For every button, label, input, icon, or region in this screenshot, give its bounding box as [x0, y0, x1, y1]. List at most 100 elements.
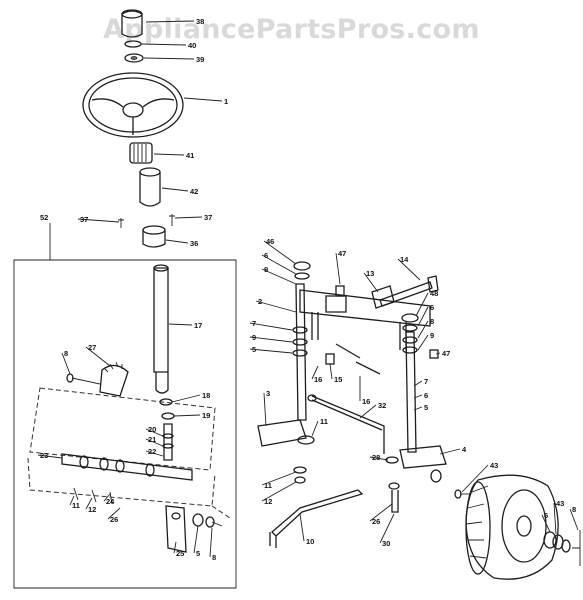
leader-line-c46: [263, 240, 297, 265]
callout-c7b: 7: [424, 377, 428, 386]
leader-line-c7b: [413, 380, 423, 387]
leader-line-c5a: [193, 525, 199, 554]
callout-c25: 25: [176, 549, 184, 558]
leader-line-c3: [263, 392, 267, 427]
leader-line-c14: [397, 258, 421, 281]
callout-c11a: 11: [72, 501, 80, 510]
tie-rod: [307, 394, 385, 454]
callout-c36: 36: [190, 239, 198, 248]
callout-c9a: 9: [264, 265, 268, 274]
leader-line-c6d: [541, 514, 551, 533]
leader-line-c42: [161, 187, 189, 192]
leader-line-c37a: [77, 218, 120, 223]
callout-c26b: 26: [372, 517, 380, 526]
callout-c28: 28: [372, 453, 380, 462]
leader-line-c7a: [249, 322, 293, 331]
sector-gear: [66, 361, 129, 397]
drag-link: [269, 489, 364, 548]
leader-line-c25: [173, 541, 177, 554]
right-spindle: [399, 313, 447, 469]
callout-c8a: 8: [64, 349, 68, 358]
callout-c5a: 5: [196, 549, 200, 558]
callout-c42: 42: [190, 187, 198, 196]
callout-c39: 39: [196, 55, 204, 64]
leader-line-c48: [415, 292, 429, 317]
callout-c14: 14: [400, 255, 409, 264]
leader-line-c39: [143, 57, 195, 60]
leader-line-c40: [140, 43, 187, 46]
leader-line-c10: [299, 513, 305, 542]
leader-line-c13: [363, 272, 379, 293]
leader-line-c19: [173, 414, 201, 417]
callout-c8c: 8: [430, 317, 434, 326]
callout-c3: 3: [266, 389, 270, 398]
callout-c52: 52: [40, 213, 48, 222]
leader-line-c38: [145, 20, 195, 23]
callout-c26a: 26: [110, 515, 118, 524]
callout-c6d: 6: [544, 511, 548, 520]
leader-line-c1: [183, 97, 223, 102]
leader-line-c5b: [249, 348, 293, 354]
callout-c15: 15: [334, 375, 342, 384]
leader-line-c4: [439, 448, 461, 455]
leader-line-c9b: [249, 336, 293, 343]
callout-c5b: 5: [252, 345, 256, 354]
callout-c12b: 12: [264, 497, 272, 506]
callout-c2: 2: [258, 297, 262, 306]
callout-c37b: 37: [204, 213, 212, 222]
callout-c10: 10: [306, 537, 314, 546]
frame-plate-outline: [27, 387, 231, 519]
leader-line-c12a: [85, 497, 93, 510]
leader-line-c37b: [174, 216, 203, 219]
leader-line-c30: [379, 513, 395, 544]
callout-c11b: 11: [320, 417, 328, 426]
callout-c47a: 47: [338, 249, 346, 258]
leader-line-c28: [369, 456, 389, 461]
callout-c22: 22: [148, 447, 156, 456]
leader-line-c22: [145, 450, 164, 457]
callout-c47b: 47: [442, 349, 450, 358]
callout-c12a: 12: [88, 505, 96, 514]
leader-line-c18: [171, 394, 201, 403]
callout-c30: 30: [382, 539, 390, 548]
leader-line-c8b: [209, 527, 213, 558]
leader-line-c43a: [461, 464, 489, 493]
steering-adapter: [129, 142, 153, 164]
callout-c19: 19: [202, 411, 210, 420]
callout-c43b: 43: [556, 499, 564, 508]
callout-c4: 4: [462, 445, 467, 454]
leader-line-c6a: [261, 254, 297, 275]
callout-c27: 27: [88, 343, 96, 352]
leader-line-c26a: [107, 507, 121, 520]
callout-c46: 46: [266, 237, 274, 246]
callout-c32: 32: [378, 401, 386, 410]
callout-c11c: 11: [264, 481, 272, 490]
callout-c20: 20: [148, 425, 156, 434]
callout-c37a: 37: [80, 215, 88, 224]
leader-line-c12b: [261, 481, 297, 502]
callout-c8b: 8: [212, 553, 216, 562]
callout-c8d: 8: [572, 505, 576, 514]
leader-line-c15: [329, 363, 333, 380]
leader-line-c43b: [553, 502, 557, 535]
leader-line-c11b: [311, 420, 319, 437]
leader-line-c32: [359, 404, 377, 419]
leader-line-c24: [103, 493, 111, 502]
leader-line-c6c: [413, 394, 423, 399]
drag-link-shaft: [61, 453, 193, 481]
callout-c1: 1: [224, 97, 228, 106]
leader-line-c27: [85, 346, 111, 367]
callout-c9c: 9: [430, 331, 434, 340]
leader-line-c6b: [417, 306, 429, 327]
callout-c24: 24: [106, 497, 115, 506]
leader-line-c8d: [569, 508, 579, 531]
front-tire: [465, 474, 559, 580]
left-spindle: [257, 261, 311, 447]
leader-line-c47b: [435, 352, 441, 355]
callout-c41: 41: [186, 151, 194, 160]
pinion-stack: [159, 398, 175, 461]
leader-line-c21: [145, 438, 164, 447]
leader-line-c11c: [261, 471, 297, 486]
